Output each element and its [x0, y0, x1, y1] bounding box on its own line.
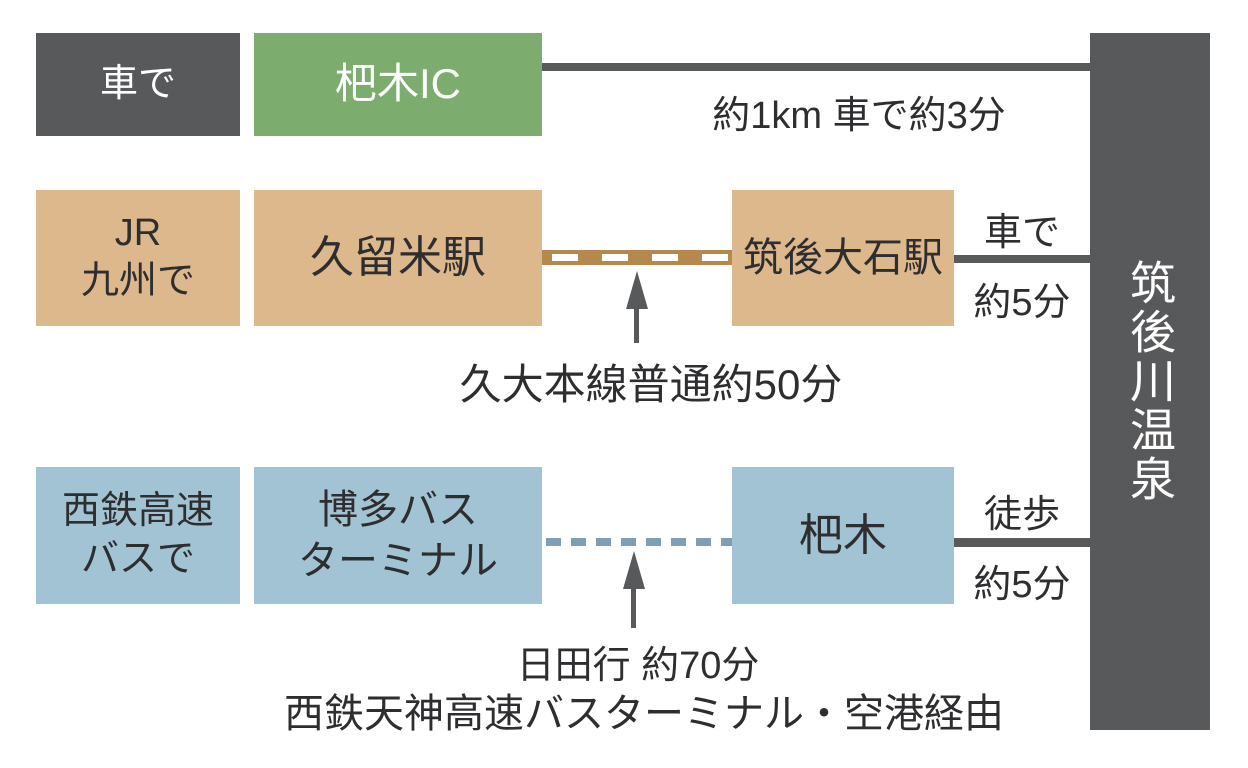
- jr-final-leg-line: [954, 255, 1090, 263]
- node-label-haki-ic: 杷木IC: [334, 60, 461, 108]
- node-label-hakata-bus-terminal-line1: 博多バス: [318, 488, 478, 533]
- jr-railway-dashed-line: [542, 250, 733, 265]
- jr-note-arrow-icon: [626, 271, 648, 309]
- bus-segment-note-line1: 日田行 約70分: [516, 645, 760, 687]
- method-label-jr-line1: JR: [114, 212, 162, 255]
- bus-note-arrow-stem: [631, 586, 636, 628]
- node-label-kurume-station: 久留米駅: [310, 233, 486, 283]
- method-label-jr-line2: 九州で: [80, 260, 195, 302]
- bus-final-leg-mode: 徒歩: [983, 494, 1060, 536]
- method-label-car: 車で: [99, 62, 176, 105]
- method-box-bus: 西鉄高速 バスで: [36, 467, 240, 604]
- node-box-haki-ic: 杷木IC: [254, 33, 542, 136]
- bus-final-leg-time: 約5分: [973, 564, 1071, 606]
- railway-dashes: [552, 254, 729, 261]
- node-label-chikugo-oishi-station: 筑後大石駅: [743, 235, 943, 280]
- jr-segment-note: 久大本線普通約50分: [459, 361, 843, 408]
- destination-label: 筑後川温泉: [1124, 259, 1176, 504]
- bus-final-leg-line: [954, 538, 1090, 547]
- node-box-kurume-station: 久留米駅: [254, 190, 542, 326]
- jr-final-leg-time: 約5分: [973, 282, 1071, 324]
- bus-segment-note-line2: 西鉄天神高速バスターミナル・空港経由: [284, 692, 1004, 736]
- method-box-car: 車で: [36, 33, 240, 136]
- destination-bar: 筑後川温泉: [1090, 33, 1210, 730]
- node-label-haki: 杷木: [799, 510, 887, 560]
- method-label-bus-line1: 西鉄高速: [61, 489, 214, 532]
- node-box-chikugo-oishi-station: 筑後大石駅: [732, 190, 954, 326]
- node-box-hakata-bus-terminal: 博多バス ターミナル: [254, 467, 542, 604]
- method-label-bus-line2: バスで: [80, 537, 195, 580]
- node-box-haki: 杷木: [732, 467, 954, 604]
- car-route-line: [542, 63, 1090, 71]
- jr-note-arrow-stem: [634, 306, 639, 343]
- method-box-jr: JR 九州で: [36, 190, 240, 326]
- car-leg-note: 約1km 車で約3分: [712, 95, 1006, 137]
- bus-note-arrow-icon: [623, 551, 645, 589]
- bus-dashed-line: [546, 538, 732, 546]
- node-label-hakata-bus-terminal-line2: ターミナル: [298, 538, 498, 583]
- jr-final-leg-mode: 車で: [983, 212, 1060, 254]
